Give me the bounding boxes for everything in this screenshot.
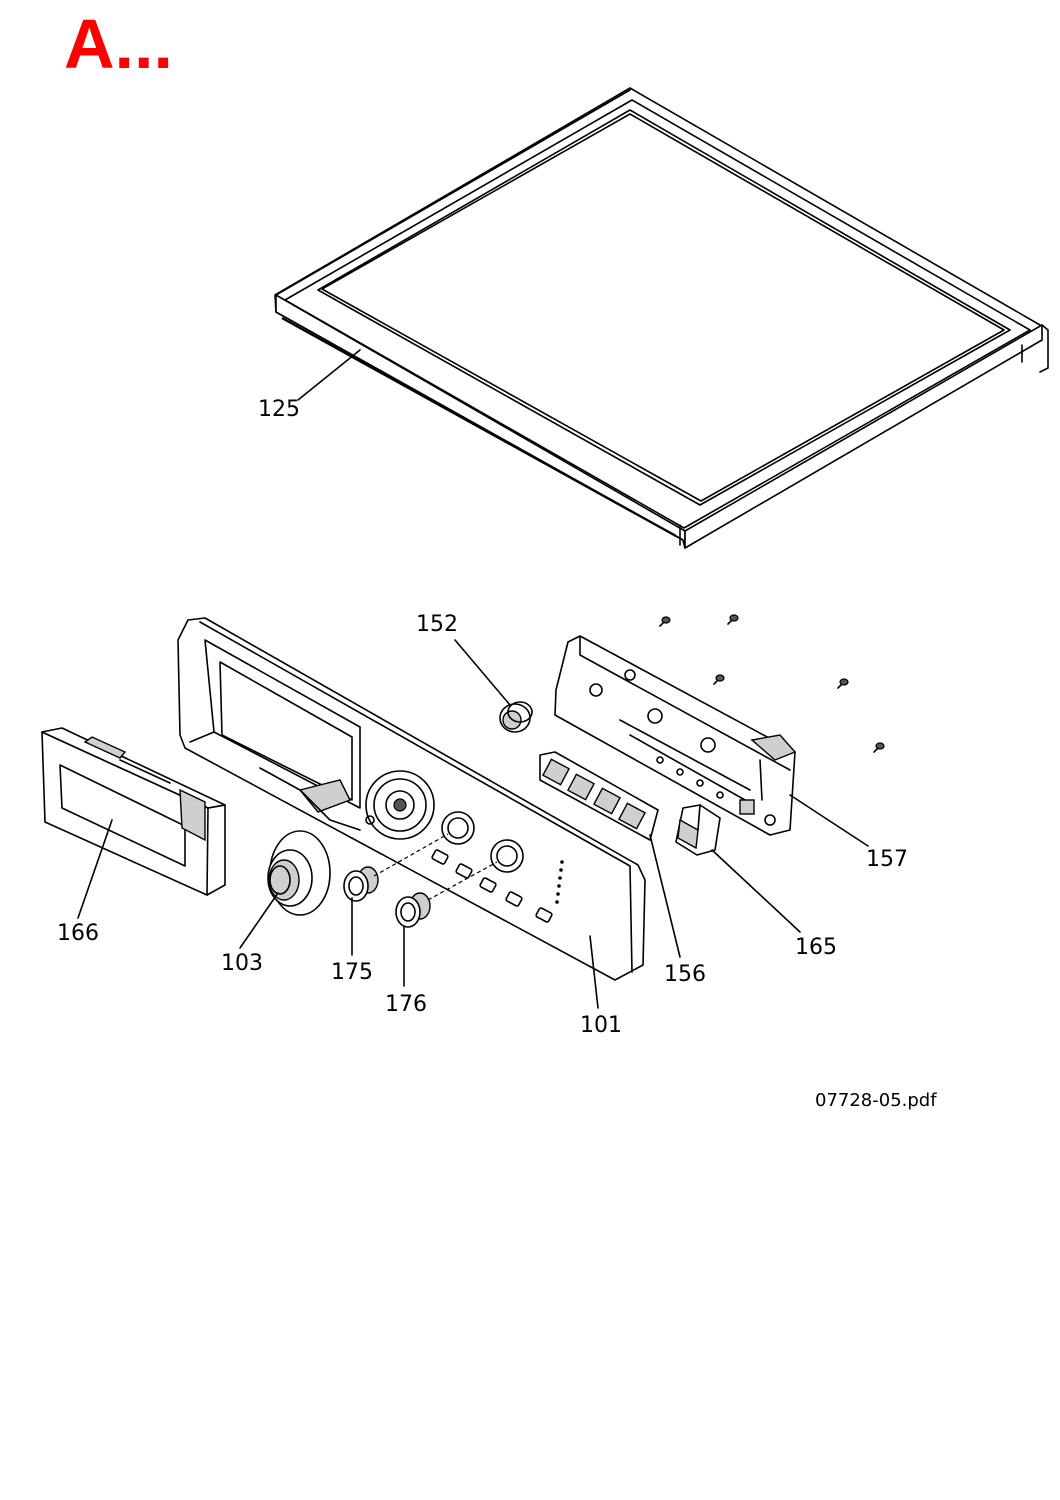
part-152-bushing — [499, 701, 533, 733]
dashed-guide-175 — [373, 833, 449, 877]
part-176-small-knob — [395, 892, 431, 928]
callout-152: 152 — [416, 612, 458, 637]
corner-label: A... — [64, 5, 173, 83]
callout-103: 103 — [221, 951, 263, 976]
file-name: 07728-05.pdf — [815, 1090, 937, 1111]
part-166-drawer — [41, 727, 226, 896]
part-156-button-block — [539, 751, 659, 841]
part-125-worktop — [274, 87, 1049, 549]
callout-157: 157 — [866, 847, 908, 872]
screw-icons — [659, 614, 885, 753]
part-165-switch — [675, 804, 721, 856]
callout-125: 125 — [258, 397, 300, 422]
part-157-control-board — [554, 635, 797, 836]
callout-101: 101 — [580, 1013, 622, 1038]
callout-labels: 125 152 157 165 156 166 103 175 176 101 … — [57, 397, 937, 1111]
part-103-knob — [267, 830, 331, 916]
part-175-small-knob — [343, 866, 379, 902]
dashed-guide-176 — [427, 861, 498, 901]
leader-lines — [77, 349, 869, 1009]
part-101-control-panel — [177, 617, 646, 981]
callout-166: 166 — [57, 921, 99, 946]
callout-156: 156 — [664, 962, 706, 987]
callout-175: 175 — [331, 960, 373, 985]
callout-176: 176 — [385, 992, 427, 1017]
callout-165: 165 — [795, 935, 837, 960]
